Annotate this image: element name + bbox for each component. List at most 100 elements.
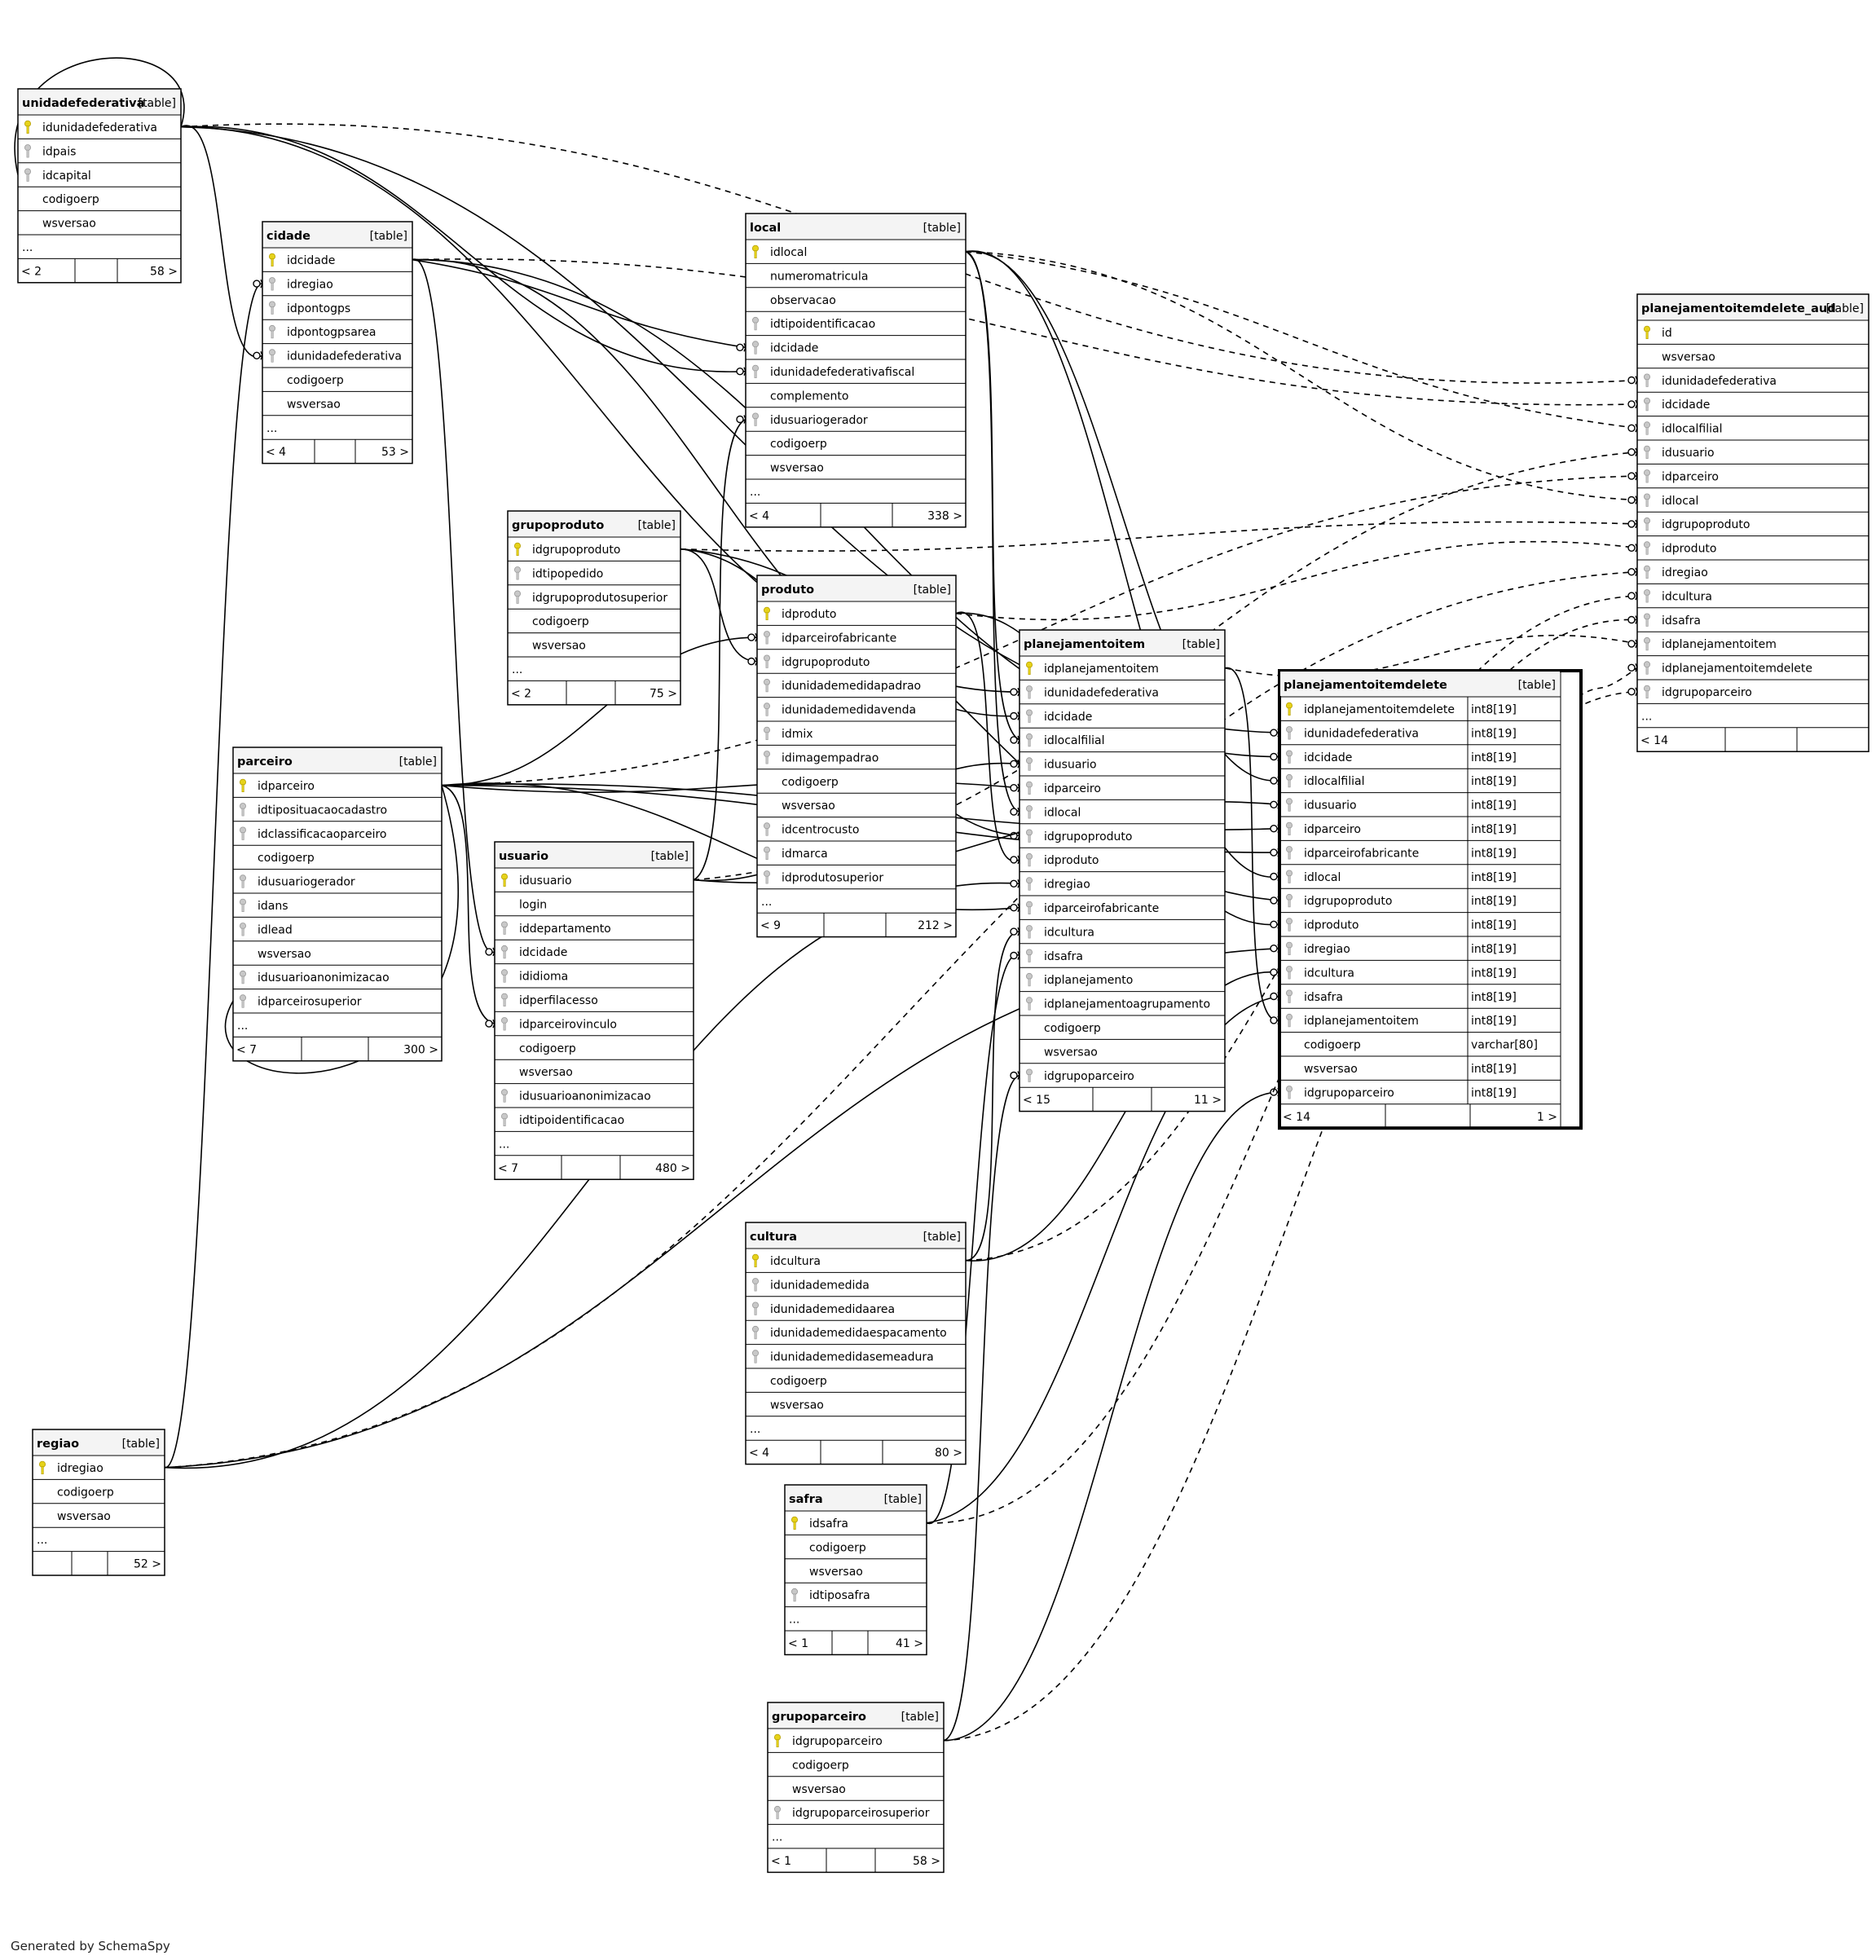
table-name[interactable]: grupoparceiro <box>772 1711 866 1724</box>
column-row[interactable]: idusuario <box>1637 445 1869 465</box>
column-row[interactable]: ... <box>508 663 680 681</box>
table-local[interactable]: local[table]idlocalnumeromatriculaobserv… <box>745 213 967 528</box>
table-name[interactable]: cidade <box>266 230 310 243</box>
column-row[interactable]: idunidademedidapadrao <box>757 678 956 698</box>
parents-link[interactable]: < 2 <box>511 687 531 700</box>
column-row[interactable]: idcapital <box>18 168 181 187</box>
parents-link[interactable]: < 4 <box>749 509 769 522</box>
table-planejamentoitemdelete[interactable]: planejamentoitemdelete[table]idplanejame… <box>1278 669 1583 1130</box>
column-row[interactable]: idregiao <box>1019 877 1225 896</box>
column-row[interactable]: idgrupoparceirosuperior <box>768 1805 944 1826</box>
column-row[interactable]: idgrupoproduto <box>757 654 956 674</box>
column-row[interactable]: idplanejamentoitemdelete <box>1637 661 1869 680</box>
column-row[interactable]: idusuario <box>1019 757 1225 777</box>
table-produto[interactable]: produto[table]idprodutoidparceirofabrica… <box>756 575 957 938</box>
column-row[interactable]: idlocalfilial <box>1637 421 1869 441</box>
children-link[interactable]: 52 > <box>134 1558 161 1571</box>
parents-link[interactable]: < 14 <box>1283 1111 1310 1124</box>
column-row[interactable]: codigoerp <box>785 1541 927 1560</box>
column-row[interactable]: idmarca <box>757 846 956 865</box>
column-row[interactable]: idlocal <box>1019 805 1225 825</box>
children-link[interactable]: 58 > <box>150 265 178 278</box>
column-row[interactable]: ... <box>746 1423 966 1441</box>
table-footer[interactable]: < 4 53 > <box>266 439 409 464</box>
column-row[interactable]: idunidademedidaarea <box>746 1302 966 1321</box>
column-row[interactable]: idproduto <box>1637 541 1869 561</box>
table-footer[interactable]: < 4 338 > <box>749 503 962 527</box>
column-row[interactable]: idunidademedidavenda <box>757 703 956 722</box>
children-link[interactable]: 300 > <box>403 1043 438 1056</box>
column-row[interactable]: idpais <box>18 144 181 164</box>
column-row[interactable]: idclassificacaoparceiro <box>233 826 442 846</box>
column-row[interactable]: wsversao <box>746 462 966 480</box>
column-row[interactable]: idunidademedida <box>746 1278 966 1297</box>
column-row[interactable]: ... <box>746 486 966 504</box>
column-row[interactable]: login <box>495 898 694 917</box>
column-row[interactable]: wsversao <box>18 218 181 236</box>
column-row[interactable]: idgrupoproduto <box>508 542 680 562</box>
parents-link[interactable]: < 14 <box>1640 734 1668 747</box>
column-row[interactable]: idcidade <box>262 253 412 272</box>
children-link[interactable]: 53 > <box>381 446 409 459</box>
column-row[interactable]: wsversao <box>33 1510 165 1528</box>
column-row[interactable]: wsversao <box>768 1783 944 1801</box>
column-row[interactable]: idtipoidentificacao <box>495 1112 694 1132</box>
table-name[interactable]: grupoproduto <box>512 519 604 532</box>
table-name[interactable]: produto <box>761 584 814 597</box>
column-row[interactable]: idgrupoparceiro <box>1637 685 1869 704</box>
column-row[interactable]: idunidadefederativa <box>18 120 181 139</box>
column-row[interactable]: codigoerp <box>746 1375 966 1393</box>
table-footer[interactable]: < 2 58 > <box>21 258 178 283</box>
parents-link[interactable]: < 15 <box>1023 1094 1050 1107</box>
column-row[interactable]: idsafra <box>785 1516 927 1535</box>
column-row[interactable]: idans <box>233 898 442 918</box>
column-row[interactable]: wsversao <box>1019 1046 1225 1064</box>
table-footer[interactable]: < 7 480 > <box>498 1155 690 1180</box>
table-name[interactable]: regiao <box>37 1438 79 1451</box>
column-row[interactable]: idsafra <box>1637 613 1869 632</box>
children-link[interactable]: 480 > <box>655 1162 690 1175</box>
column-row[interactable]: ... <box>785 1614 927 1632</box>
column-row[interactable]: idcidade <box>495 945 694 965</box>
column-row[interactable]: idparceiro <box>1637 469 1869 489</box>
column-row[interactable]: codigoerp <box>757 776 956 794</box>
column-row[interactable]: idparceirofabricante <box>757 631 956 650</box>
column-row[interactable]: idparceiro <box>1019 781 1225 800</box>
table-cidade[interactable]: cidade[table]idcidadeidregiaoidpontogpsi… <box>262 221 413 465</box>
parents-link[interactable]: < 7 <box>498 1162 518 1175</box>
column-row[interactable]: idtipoidentificacao <box>746 316 966 337</box>
column-row[interactable]: iddepartamento <box>495 921 694 940</box>
column-row[interactable]: idgrupoproduto <box>1019 829 1225 848</box>
column-row[interactable]: wsversao <box>495 1066 694 1085</box>
column-row[interactable]: idcultura <box>1019 925 1225 945</box>
column-row[interactable]: idunidadefederativafiscal <box>746 364 966 384</box>
column-row[interactable]: idproduto <box>757 606 956 626</box>
column-row[interactable]: idplanejamentoitem <box>1019 661 1225 680</box>
parents-link[interactable]: < 4 <box>266 446 286 459</box>
children-link[interactable]: 338 > <box>927 509 962 522</box>
column-row[interactable]: idcentrocusto <box>757 822 956 842</box>
column-row[interactable]: idparceirovinculo <box>495 1017 694 1037</box>
column-row[interactable]: idcidade <box>1637 397 1869 417</box>
column-row[interactable]: idunidadefederativa <box>262 349 412 368</box>
parents-link[interactable]: < 2 <box>21 265 42 278</box>
column-row[interactable]: idcidade <box>746 341 966 360</box>
column-row[interactable]: idusuariogerador <box>233 874 442 894</box>
column-row[interactable]: codigoerp <box>508 615 680 634</box>
column-row[interactable]: wsversao <box>508 640 680 658</box>
table-footer[interactable]: 52 > <box>71 1551 161 1575</box>
table-grupoproduto[interactable]: grupoproduto[table]idgrupoprodutoidtipop… <box>507 510 681 706</box>
column-row[interactable]: idpontogps <box>262 301 412 320</box>
table-name[interactable]: planejamentoitemdelete_aud <box>1641 302 1836 315</box>
